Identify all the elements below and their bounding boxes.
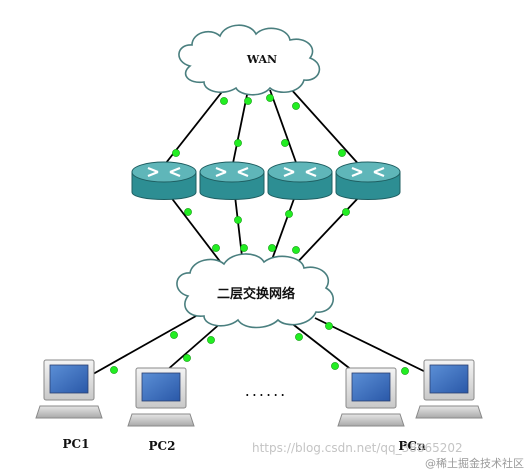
link-dot [266,94,274,102]
wan-cloud: WAN [178,24,321,96]
switch-network-cloud: 二层交换网络 [176,253,334,329]
router-1 [131,161,197,200]
link-dot [110,366,118,374]
link-dot [244,97,252,105]
link-switch-pcn [314,317,439,379]
link-dot [234,216,242,224]
link-dot [338,149,346,157]
links [85,87,439,379]
link-dot [281,139,289,147]
link-switch-pc1 [85,315,197,379]
link-wan-router4 [289,87,363,169]
link-router1-switch [169,195,226,269]
router-2 [199,161,265,200]
link-dot [172,149,180,157]
link-wan-router1 [161,87,226,169]
link-wan-router3 [269,89,299,169]
link-dot [342,208,350,216]
router-3 [267,161,333,200]
link-dot [331,362,339,370]
link-dot [401,367,409,375]
pc-n [415,359,483,419]
link-dot [207,336,215,344]
watermark-brand: @稀土掘金技术社区 [425,456,524,470]
link-dot [184,208,192,216]
watermark-url: https://blog.csdn.net/qq_38865202 [252,441,463,455]
pc2-label: PC2 [149,439,176,453]
router-4 [335,161,401,200]
link-dot [292,246,300,254]
link-status-dots [110,94,409,375]
router-arrows-icon [215,166,249,178]
link-dot [292,102,300,110]
link-dot [212,244,220,252]
router-arrows-icon [147,166,181,178]
link-dot [295,333,303,341]
ellipsis: ...... [245,381,288,400]
link-dot [268,244,276,252]
wan-label: WAN [246,53,277,66]
link-dot [170,331,178,339]
pc-2 [127,367,195,427]
link-router4-switch [291,195,361,269]
link-dot [183,354,191,362]
link-dot [285,210,293,218]
link-dot [325,322,333,330]
switch-network-label: 二层交换网络 [217,286,295,302]
pc-1 [35,359,103,419]
pc1-label: PC1 [63,437,90,451]
pcn-label: PCn [398,439,426,453]
router-arrows-icon [351,166,385,178]
pc-3 [337,367,405,427]
router-arrows-icon [283,166,317,178]
link-dot [220,97,228,105]
link-router3-switch [269,195,296,266]
link-dot [240,244,248,252]
link-dot [234,139,242,147]
